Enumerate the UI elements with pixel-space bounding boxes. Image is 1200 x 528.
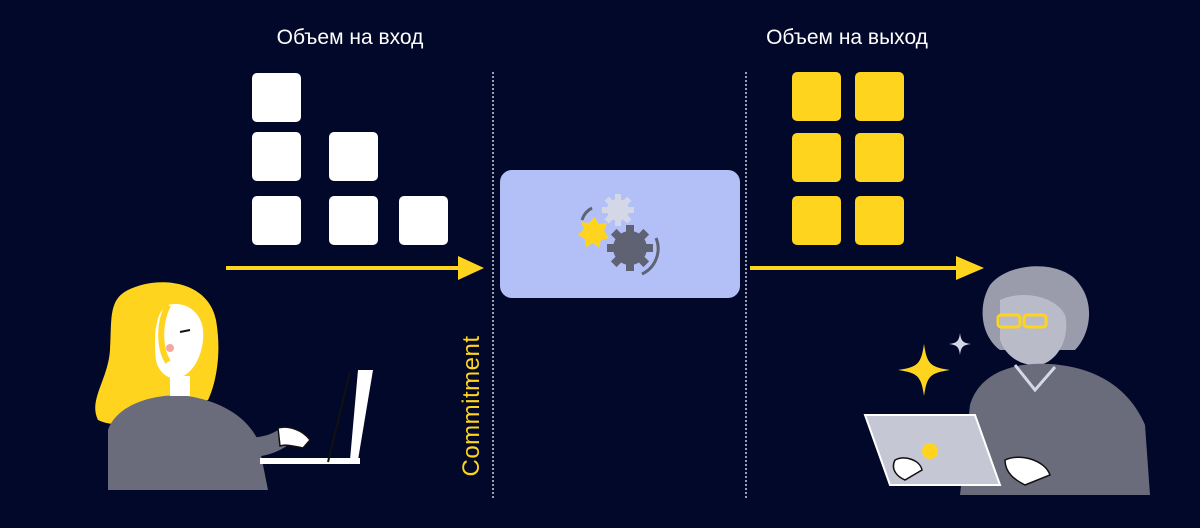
output-block [855, 72, 904, 121]
input-block [399, 196, 448, 245]
input-volume-label: Объем на вход [276, 26, 424, 49]
output-block [792, 196, 841, 245]
sparkle-icon [898, 344, 950, 396]
commitment-divider-right [745, 72, 747, 498]
input-block [329, 196, 378, 245]
output-volume-label: Объем на выход [766, 26, 928, 49]
commitment-divider-left [492, 72, 494, 498]
output-block [792, 133, 841, 182]
process-box [500, 170, 740, 298]
output-block [792, 72, 841, 121]
woman-with-laptop-illustration [95, 282, 373, 490]
output-block [855, 133, 904, 182]
sparkle-icon [949, 333, 971, 355]
input-block [252, 73, 301, 122]
input-block [329, 132, 378, 181]
output-block [855, 196, 904, 245]
input-block [252, 196, 301, 245]
man-with-laptop-illustration [863, 266, 1150, 495]
gears-icon [578, 194, 660, 276]
input-block [252, 132, 301, 181]
